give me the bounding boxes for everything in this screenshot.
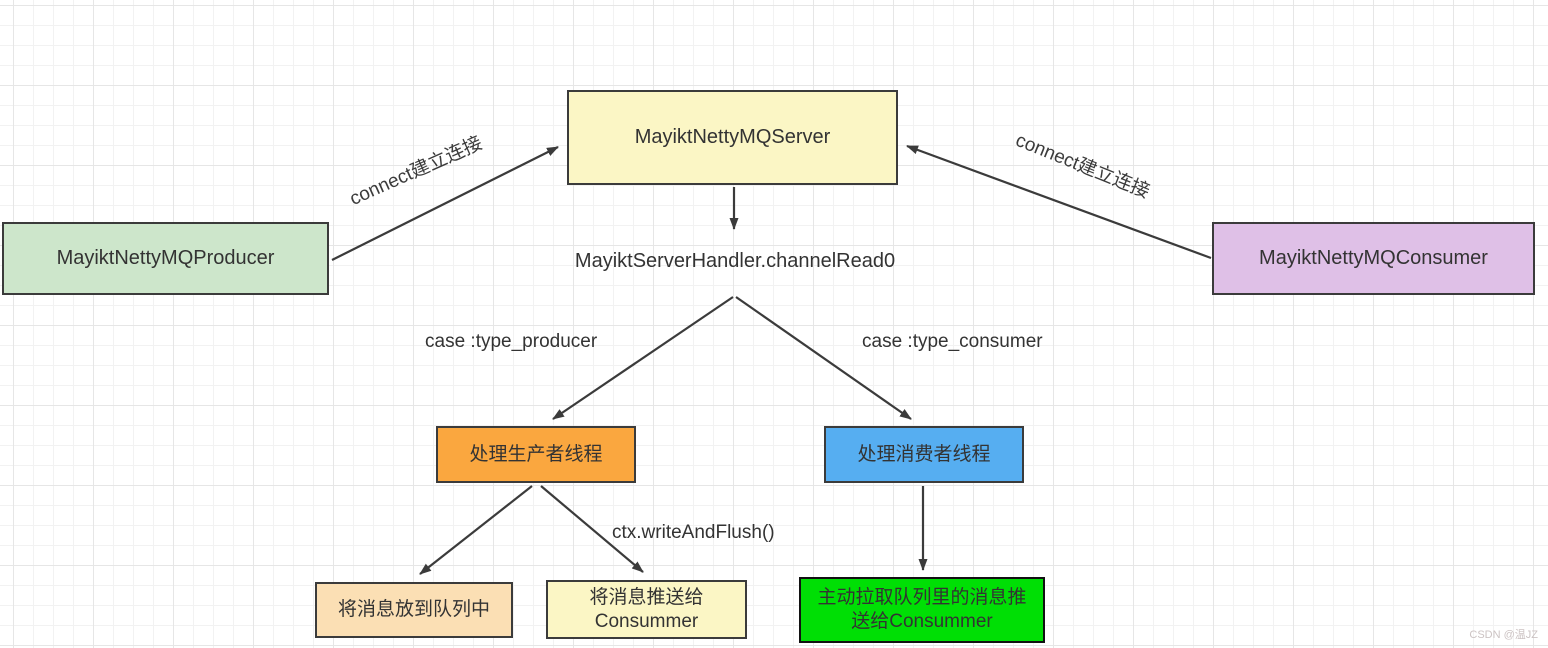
consumer-node: MayiktNettyMQConsumer [1212,222,1535,295]
consumer-thread-node: 处理消费者线程 [824,426,1024,483]
consumer-node-label: MayiktNettyMQConsumer [1259,247,1488,269]
ctx-writeandflush-edge-label: ctx.writeAndFlush() [612,522,775,543]
arrow-producer-thread-to-queue [419,485,533,575]
csdn-watermark: CSDN @温JZ [1469,629,1538,641]
queue-put-label: 将消息放到队列中 [337,599,490,621]
handler-label: MayiktServerHandler.channelRead0 [574,250,896,272]
producer-node: MayiktNettyMQProducer [2,222,329,295]
server-node-label: MayiktNettyMQServer [634,126,831,148]
pull-push-label-line1: 主动拉取队列里的消息推 [817,587,1027,609]
connect-right-edge-label: connect建立连接 [1012,129,1153,203]
case-consumer-edge-label: case :type_consumer [862,331,1043,352]
producer-thread-node: 处理生产者线程 [436,426,636,483]
producer-node-label: MayiktNettyMQProducer [56,247,275,269]
push-consumer-label-line2: Consummer [594,610,699,632]
case-producer-edge-label: case :type_producer [425,331,598,352]
consumer-thread-label: 处理消费者线程 [857,443,991,465]
connect-left-edge-label: connect建立连接 [346,132,486,210]
server-node: MayiktNettyMQServer [567,90,898,185]
push-consumer-node: 将消息推送给 Consummer [546,580,747,639]
pull-push-node: 主动拉取队列里的消息推 送给Consummer [799,577,1045,643]
arrow-handler-to-producer-thread [552,296,734,420]
pull-push-label-line2: 送给Consummer [851,611,993,632]
push-consumer-label-line1: 将消息推送给 [589,586,704,608]
producer-thread-label: 处理生产者线程 [469,443,603,465]
arrow-handler-to-consumer-thread [735,296,912,420]
queue-put-node: 将消息放到队列中 [315,582,513,638]
